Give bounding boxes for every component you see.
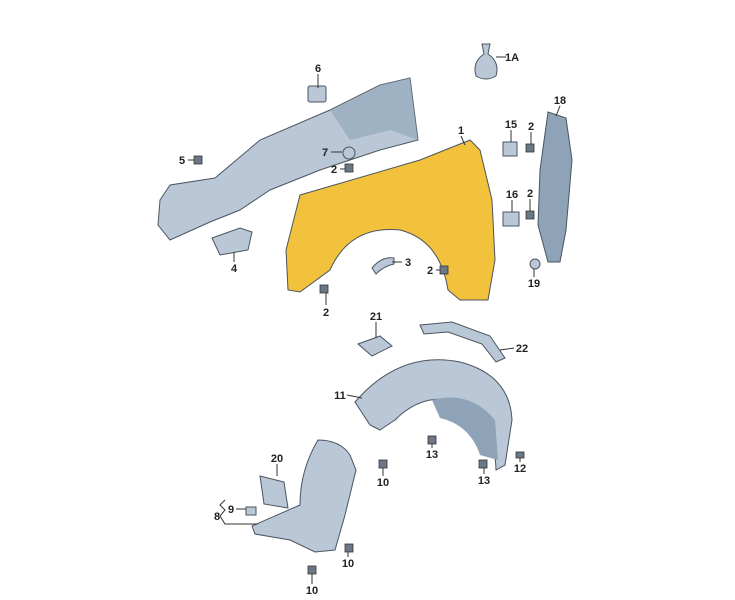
- part-19-clip[interactable]: [529, 258, 541, 270]
- callout-label[interactable]: 22: [516, 343, 528, 355]
- part-16-bracket[interactable]: [502, 211, 520, 227]
- callout-label[interactable]: 2: [323, 307, 329, 319]
- liner-inner-shade: [432, 397, 498, 460]
- part-6-bracket[interactable]: [307, 85, 327, 103]
- frame-rail-shade: [330, 78, 418, 140]
- callout-label[interactable]: 20: [271, 453, 283, 465]
- part-22-strip[interactable]: [419, 321, 506, 363]
- bolt-icon[interactable]: [525, 143, 535, 153]
- part-1-fender[interactable]: [285, 139, 496, 301]
- callout-labels: 1A 6 18 15 2 1 7 2 5 16 2 4 3 2 2 19 2 2…: [179, 52, 566, 597]
- bolt-icon[interactable]: [525, 210, 535, 220]
- callout-label[interactable]: 10: [342, 558, 354, 570]
- callout-label[interactable]: 4: [231, 263, 238, 275]
- bolt-icon[interactable]: [344, 543, 354, 553]
- callout-label[interactable]: 1A: [505, 52, 519, 64]
- callout-label[interactable]: 5: [179, 155, 185, 167]
- bolt-icon[interactable]: [344, 163, 354, 173]
- callout-label[interactable]: 13: [478, 475, 490, 487]
- callout-label[interactable]: 8: [214, 511, 220, 523]
- callout-label[interactable]: 11: [334, 390, 346, 402]
- bolt-icon[interactable]: [439, 265, 449, 275]
- part-3-seal[interactable]: [371, 257, 395, 275]
- part-1a-bag[interactable]: [474, 43, 498, 80]
- bolt-icon[interactable]: [378, 459, 388, 469]
- callout-label[interactable]: 16: [506, 189, 518, 201]
- callout-label[interactable]: 7: [322, 147, 328, 159]
- bolt-icon[interactable]: [319, 284, 329, 294]
- callout-label[interactable]: 3: [405, 257, 411, 269]
- part-7-grommet[interactable]: [342, 146, 356, 160]
- callout-label[interactable]: 12: [514, 463, 526, 475]
- part-20-module[interactable]: [259, 475, 289, 509]
- callout-label[interactable]: 13: [426, 449, 438, 461]
- callout-label[interactable]: 2: [528, 121, 534, 133]
- callout-label[interactable]: 2: [331, 164, 337, 176]
- bolt-icon[interactable]: [478, 459, 488, 469]
- part-11-wheelhouse-liner[interactable]: [354, 359, 513, 471]
- part-18-panel[interactable]: [537, 111, 573, 263]
- callout-label[interactable]: 1: [458, 125, 464, 137]
- bolt-icon[interactable]: [515, 451, 525, 459]
- part-8-front-liner[interactable]: [251, 439, 357, 553]
- leader-lines: [188, 56, 561, 584]
- part-9-clip[interactable]: [245, 506, 257, 516]
- callout-label[interactable]: 2: [427, 265, 433, 277]
- part-4-bracket[interactable]: [211, 227, 253, 256]
- bolt-icon[interactable]: [427, 435, 437, 445]
- callout-label[interactable]: 2: [527, 188, 533, 200]
- part-15-bracket[interactable]: [502, 141, 518, 157]
- bolt-icon[interactable]: [193, 155, 203, 165]
- callout-label[interactable]: 9: [228, 504, 234, 516]
- callout-label[interactable]: 10: [377, 477, 389, 489]
- callout-label[interactable]: 10: [306, 585, 318, 597]
- bolt-icon[interactable]: [307, 565, 317, 575]
- callout-label[interactable]: 6: [315, 63, 321, 75]
- callout-label[interactable]: 19: [528, 278, 540, 290]
- part-21-module[interactable]: [357, 335, 393, 357]
- callout-label[interactable]: 18: [554, 95, 566, 107]
- callout-label[interactable]: 21: [370, 311, 382, 323]
- callout-label[interactable]: 15: [505, 119, 517, 131]
